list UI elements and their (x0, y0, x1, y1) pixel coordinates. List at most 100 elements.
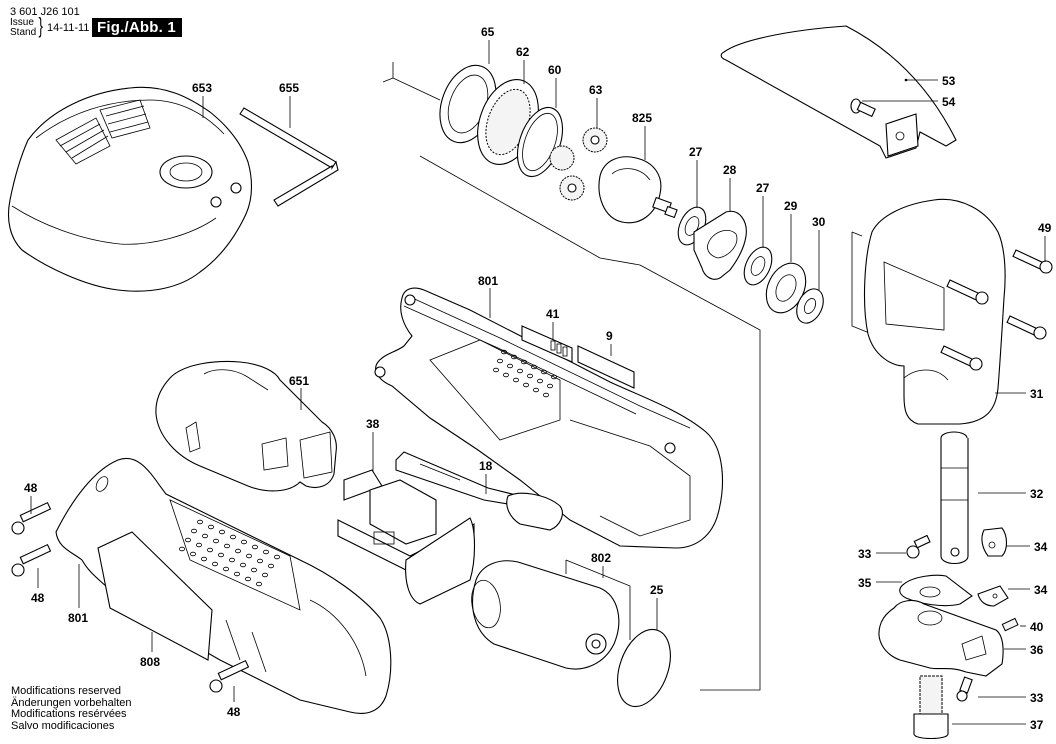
label-33b: 33 (1030, 691, 1044, 705)
blade-34b-part[interactable] (977, 585, 1009, 607)
issue-stand-label: Issue Stand (10, 18, 36, 38)
charger-part[interactable] (7, 86, 253, 292)
grip-dot (184, 537, 191, 543)
label-9: 9 (606, 329, 613, 343)
label-655: 655 (279, 81, 299, 95)
label-63: 63 (589, 83, 603, 97)
disc-25-part[interactable] (608, 622, 680, 714)
label-32: 32 (1030, 487, 1044, 501)
grip-dot (190, 528, 197, 534)
screw-49d-part[interactable] (940, 345, 983, 371)
label-28: 28 (723, 163, 737, 177)
label-plate-9-part[interactable] (577, 345, 635, 389)
grip-dot (267, 563, 274, 569)
grip-dot (250, 567, 257, 573)
grip-dot (245, 553, 252, 559)
planetary-carrier-825-part[interactable] (598, 156, 678, 224)
grip-dot (223, 543, 230, 549)
grip-dot (262, 549, 269, 555)
label-65: 65 (481, 25, 495, 39)
grip-dot (212, 538, 219, 544)
label-sticker-808-part[interactable] (97, 531, 213, 661)
grip-dot (543, 392, 550, 398)
grip-dot (273, 554, 280, 560)
eccentric-28-part[interactable] (693, 210, 747, 280)
grip-dot (217, 552, 224, 558)
die-36-part[interactable] (878, 599, 1004, 677)
label-54: 54 (942, 95, 956, 109)
plate-35-part[interactable] (899, 574, 973, 607)
label-802: 802 (591, 551, 611, 565)
grip-dot (492, 367, 499, 373)
label-36: 36 (1030, 643, 1044, 657)
grip-dot (244, 576, 251, 582)
grip-dot (261, 572, 268, 578)
brace: } (38, 13, 43, 38)
motor-802-part[interactable] (468, 560, 620, 670)
screw-33b-part[interactable] (956, 676, 973, 702)
screw-48a-part[interactable] (11, 501, 52, 535)
bolt-37-part[interactable] (913, 675, 949, 740)
label-808: 808 (140, 655, 160, 669)
label-31: 31 (1030, 387, 1044, 401)
label-33a: 33 (858, 547, 872, 561)
label-34a: 34 (1034, 540, 1048, 554)
washer-27b-part[interactable] (739, 243, 778, 289)
label-825: 825 (632, 111, 652, 125)
label-18: 18 (479, 459, 493, 473)
note-de: Änderungen vorbehalten (11, 696, 132, 709)
grip-dot (517, 368, 524, 374)
figure-badge: Fig./Abb. 1 (92, 18, 182, 37)
note-en: Modifications reserved (11, 685, 122, 697)
stand-label: Stand (10, 27, 37, 38)
grip-dot (196, 519, 203, 525)
label-plate-41-part[interactable] (521, 325, 573, 363)
screw-33a-part[interactable] (906, 534, 931, 559)
hex-key-part[interactable] (239, 107, 339, 207)
note-es: Salvo modificaciones (11, 719, 115, 732)
label-27b: 27 (756, 181, 770, 195)
grip-dot (239, 562, 246, 568)
label-48c: 48 (227, 705, 241, 719)
blade-34a-part[interactable] (981, 527, 1008, 557)
note-fr: Modifications resérvées (11, 708, 127, 720)
grip-dot (496, 358, 503, 364)
label-801-top: 801 (478, 274, 498, 288)
battery-pack-651-part[interactable] (155, 361, 337, 492)
switch-slider-18-part[interactable] (395, 451, 563, 531)
label-38: 38 (366, 417, 380, 431)
grip-dot (510, 354, 517, 360)
housing-half-801-top-part[interactable] (374, 287, 723, 549)
grip-dot (521, 359, 528, 365)
grip-dot (195, 542, 202, 548)
screw-54-part[interactable] (850, 98, 876, 118)
label-653: 653 (192, 81, 212, 95)
head-housing-31-part[interactable] (863, 198, 1006, 425)
bearing-30-part[interactable] (792, 285, 829, 328)
screw-48b-part[interactable] (11, 543, 52, 577)
label-60: 60 (548, 63, 562, 77)
issue-date: 14-11-11 (47, 22, 90, 34)
grip-dot (200, 556, 207, 562)
grip-dot (234, 548, 241, 554)
housing-half-801-bottom-part[interactable] (55, 457, 392, 714)
grip-dot (551, 374, 558, 380)
guard-53-part[interactable] (720, 25, 957, 159)
screw-49c-part[interactable] (1006, 315, 1047, 340)
planet-gears-63-part[interactable] (549, 127, 608, 201)
electronics-module-38-part[interactable] (337, 469, 475, 605)
grip-dot (178, 546, 185, 552)
screw-49b-part[interactable] (946, 279, 989, 305)
spring-40-part[interactable] (1001, 617, 1019, 632)
plunger-32-part[interactable] (940, 431, 969, 565)
grip-dot (201, 533, 208, 539)
grip-dot (527, 373, 534, 379)
screw-48c-part[interactable] (209, 659, 250, 693)
grip-dot (228, 557, 235, 563)
grip-dot (233, 571, 240, 577)
label-35: 35 (858, 576, 872, 590)
screw-49a-part[interactable] (1012, 249, 1053, 274)
part-number: 3 601 J26 101 (10, 6, 80, 18)
grip-dot (502, 372, 509, 378)
